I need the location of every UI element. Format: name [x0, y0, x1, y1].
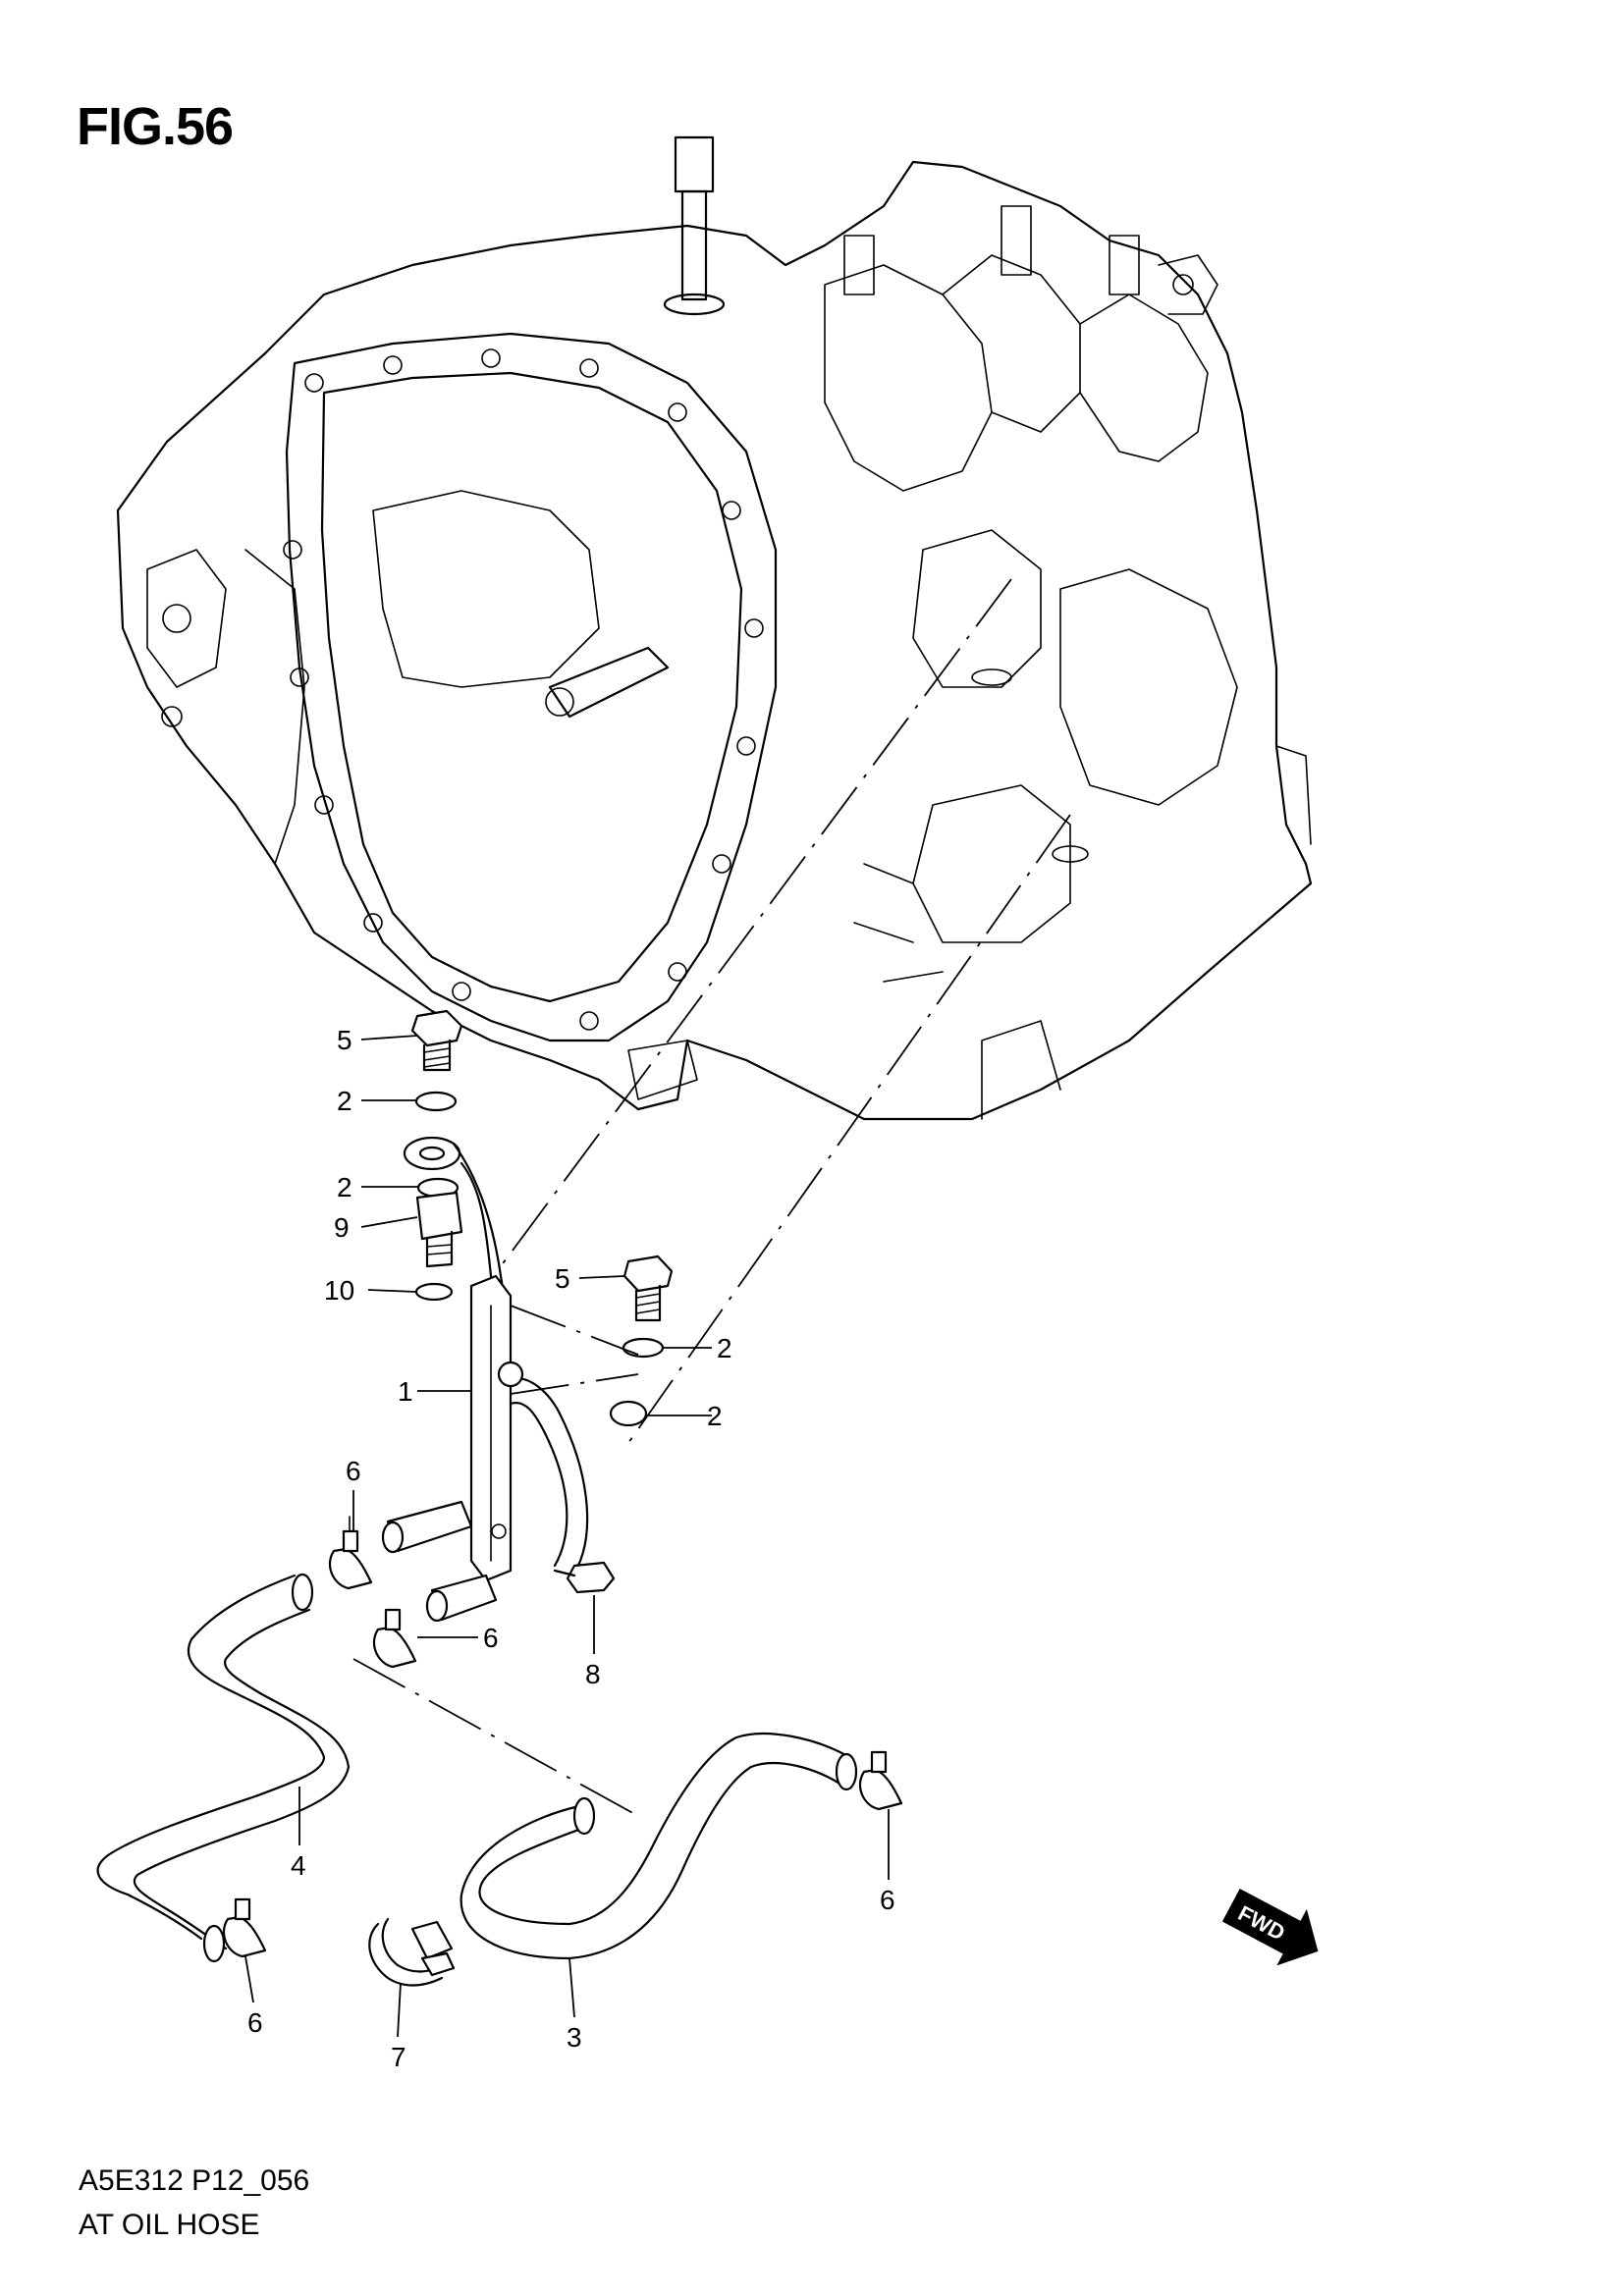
- union-fitting: [415, 1191, 463, 1268]
- washer-d: [609, 1400, 648, 1427]
- callout-2-c: 2: [717, 1333, 732, 1363]
- callout-6-b: 6: [483, 1623, 499, 1653]
- callout-7: 7: [391, 2042, 406, 2072]
- washer-a: [414, 1091, 458, 1112]
- callout-2-a: 2: [337, 1086, 352, 1116]
- hose-part-3: [460, 1732, 858, 1960]
- clamp-a: [328, 1516, 373, 1590]
- callout-1: 1: [398, 1376, 413, 1407]
- bolt-part-8: [553, 1561, 616, 1594]
- callout-6-a: 6: [346, 1456, 361, 1486]
- fwd-arrow-badge: FWD: [1221, 1888, 1319, 1966]
- dipstick-tube: [663, 135, 726, 316]
- flange-bolt-holes: [283, 348, 764, 1031]
- callout-4: 4: [291, 1850, 306, 1881]
- callout-5-upper: 5: [337, 1025, 352, 1055]
- banjo-hose: [403, 1136, 508, 1308]
- callout-2-b: 2: [337, 1172, 352, 1202]
- bolt-lower: [622, 1255, 674, 1322]
- callout-2-d: 2: [707, 1401, 723, 1431]
- callout-6-c: 6: [247, 2007, 263, 2038]
- callout-9: 9: [334, 1212, 350, 1243]
- callout-3: 3: [567, 2022, 582, 2053]
- callout-8: 8: [585, 1659, 601, 1689]
- leader-lines: [244, 1035, 890, 2038]
- transmission-assembly: [116, 135, 1313, 1121]
- callout-10: 10: [324, 1275, 354, 1306]
- diagram-code: A5E312 P12_056: [79, 2164, 310, 2197]
- bolt-upper: [410, 1009, 463, 1072]
- clip-part-7: [368, 1917, 456, 1987]
- reference-lines: [352, 578, 1071, 1817]
- o-ring: [414, 1282, 454, 1302]
- figure-title: FIG.56: [77, 97, 234, 156]
- callout-numbers: 5 2 2 9 10 5 2 1 2 6 6 8 4 6 6 7 3: [247, 1025, 895, 2072]
- callout-5-lower: 5: [555, 1263, 570, 1294]
- hose-part-4: [96, 1573, 351, 1963]
- clamp-c: [222, 1897, 267, 1958]
- pipe-bracket-assembly: [381, 1274, 589, 1623]
- clamp-d: [858, 1750, 903, 1811]
- washer-c: [622, 1337, 665, 1359]
- diagram-name: AT OIL HOSE: [79, 2209, 260, 2241]
- callout-6-d: 6: [880, 1885, 895, 1915]
- clamp-b: [372, 1608, 417, 1669]
